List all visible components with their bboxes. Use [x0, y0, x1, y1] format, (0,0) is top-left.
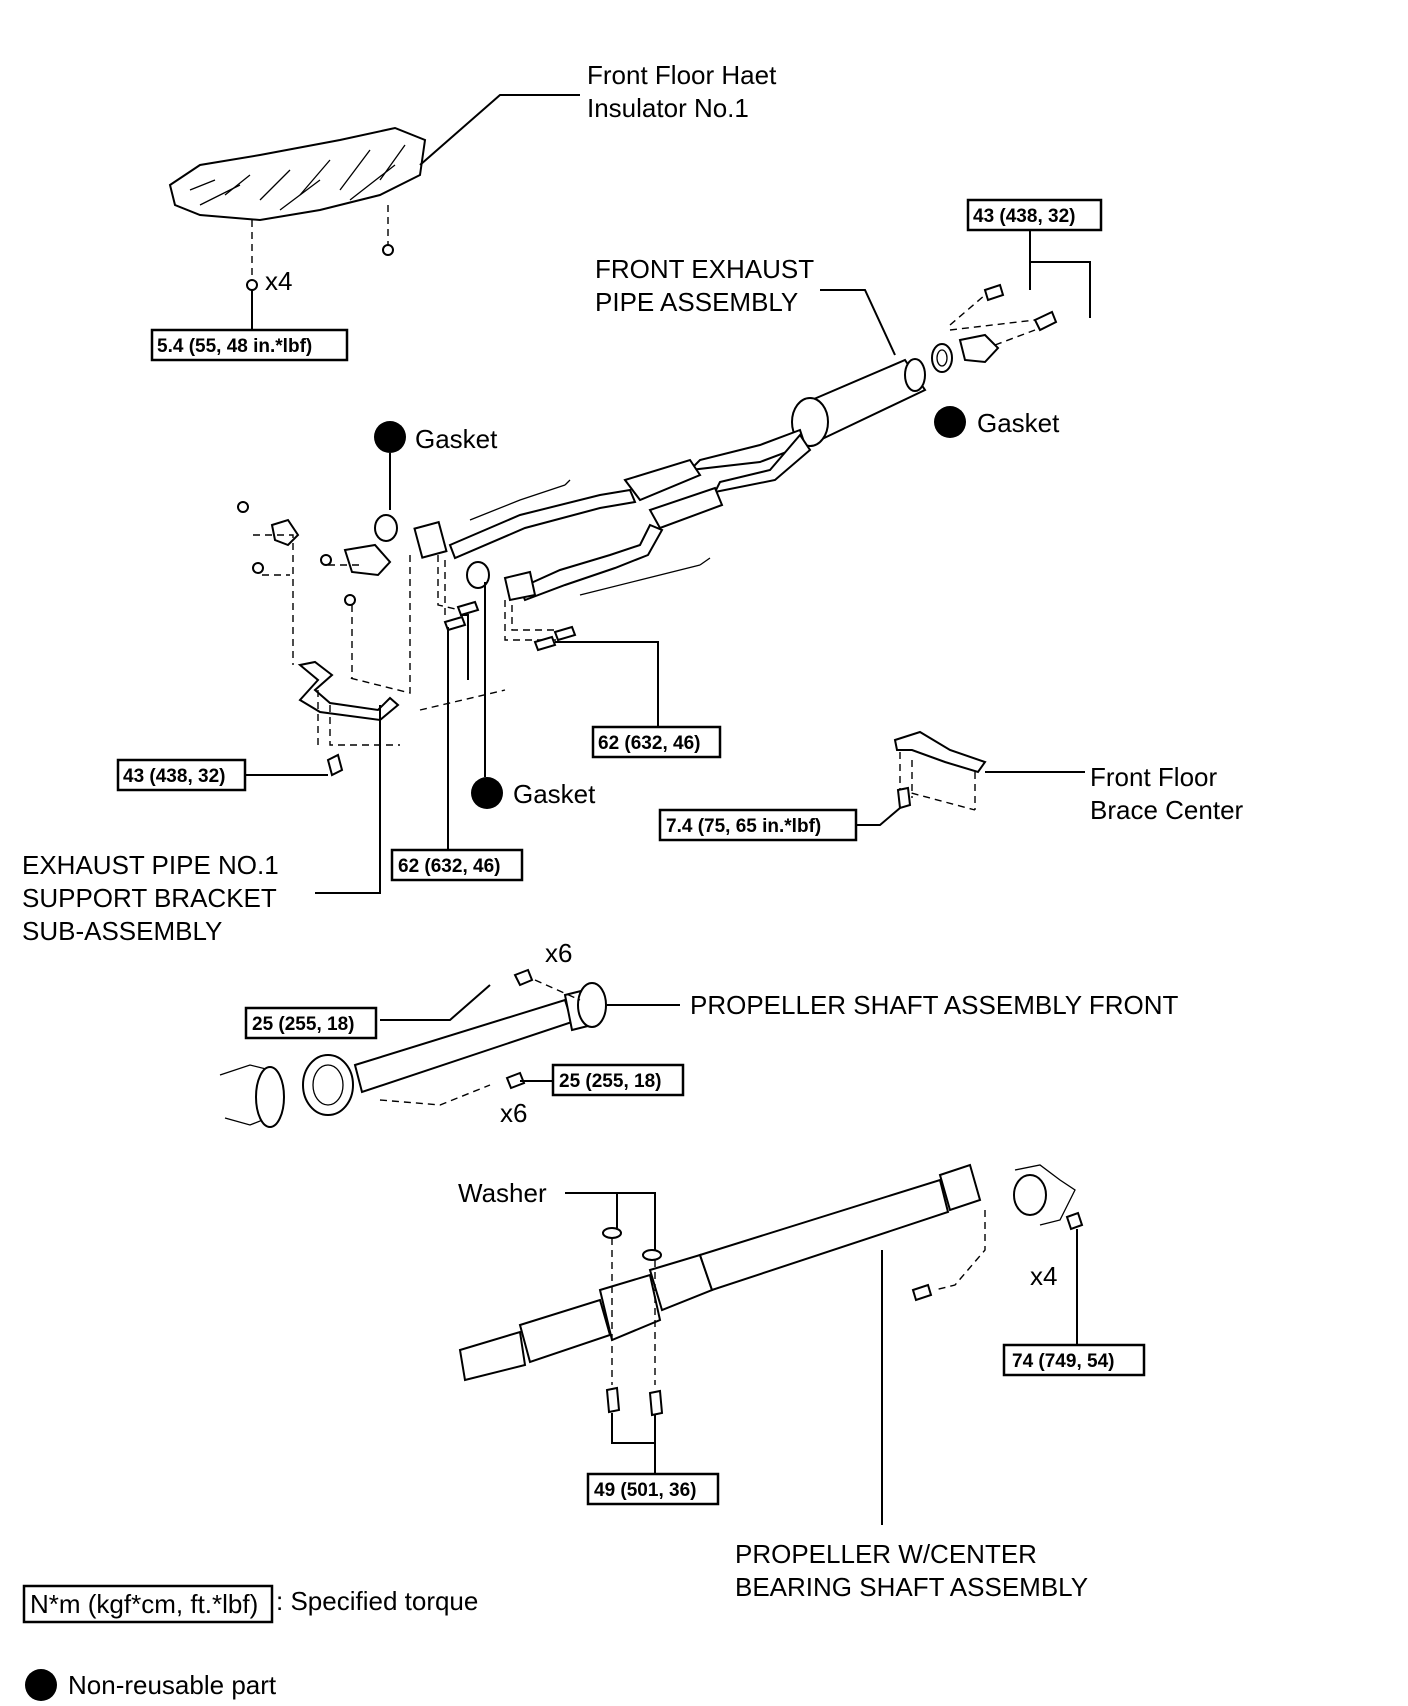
torque-box-flange-rear [966, 198, 1103, 232]
qty-x6-bottom: x6 [500, 1098, 527, 1128]
propeller-center-label-2: BEARING SHAFT ASSEMBLY [735, 1572, 1088, 1602]
legend-nonreusable-desc: Non-reusable part [68, 1670, 277, 1700]
torque-box-insulator [150, 328, 349, 362]
brace-dash [899, 752, 976, 811]
qty-x4-rear: x4 [1030, 1261, 1057, 1291]
torque-manifold-left: 62 (632, 46) [398, 856, 500, 877]
center-bolt-2 [648, 1389, 664, 1417]
rear-bolt [911, 1283, 933, 1302]
insulator-nut [246, 279, 258, 291]
washer-2 [642, 1249, 662, 1261]
brace-torque-leader [856, 807, 901, 826]
front-brace-part [893, 730, 987, 774]
front-brace-label-2: Brace Center [1090, 795, 1244, 825]
nonreusable-dot-lower [471, 777, 503, 809]
washer-label: Washer [458, 1178, 547, 1208]
torque-box-rear-flange [1002, 1343, 1146, 1377]
center-bearing-leader [611, 1413, 656, 1474]
legend-torque-box [22, 1584, 274, 1624]
manifold-bolt-4 [533, 635, 557, 652]
support-bracket-label-3: SUB-ASSEMBLY [22, 916, 222, 946]
gasket-label-lower: Gasket [513, 779, 596, 809]
legend-nonreusable-dot [25, 1669, 57, 1701]
front-brace-label-1: Front Floor [1090, 762, 1217, 792]
brace-bolt [896, 786, 912, 810]
support-bracket-part [237, 501, 400, 722]
torque-box-prop-front-bottom [551, 1063, 685, 1097]
propeller-center-label-1: PROPELLER W/CENTER [735, 1539, 1037, 1569]
manifold-bolt-3 [553, 625, 577, 642]
torque-box-prop-front-top [244, 1006, 378, 1040]
gasket-label-rear: Gasket [977, 408, 1060, 438]
qty-x6-top: x6 [545, 938, 572, 968]
torque-center-bearing: 49 (501, 36) [594, 1480, 696, 1501]
torque-box-bracket [116, 758, 247, 792]
torque-box-brace [658, 808, 858, 842]
support-bracket-leader [315, 705, 381, 894]
torque-prop-front-bottom: 25 (255, 18) [559, 1071, 661, 1092]
manifold-left-leader [447, 614, 469, 850]
heat-insulator-part [168, 126, 427, 256]
torque-box-center-bearing [586, 1472, 720, 1506]
front-exhaust-label-1: FRONT EXHAUST [595, 254, 814, 284]
propeller-center-part [458, 1163, 1084, 1382]
propeller-front-part [219, 968, 607, 1128]
front-exhaust-leader [820, 289, 896, 356]
nonreusable-dot-upper [374, 421, 406, 453]
torque-box-manifold-right [591, 725, 722, 759]
front-exhaust-label-2: PIPE ASSEMBLY [595, 287, 798, 317]
insulator-qty-label: x4 [265, 266, 292, 296]
propeller-front-label: PROPELLER SHAFT ASSEMBLY FRONT [690, 990, 1178, 1020]
bracket-bolt [326, 753, 344, 777]
bracket-dash [253, 534, 506, 746]
prop-front-top-leader [380, 984, 491, 1021]
center-bearing-dash [611, 1210, 986, 1385]
front-exhaust-pipe-part [413, 358, 927, 602]
center-bolt-1 [605, 1386, 621, 1414]
rear-flange-part [931, 283, 1058, 373]
manifold-dash [437, 555, 560, 641]
manifold-right-leader [555, 641, 659, 727]
support-bracket-label-1: EXHAUST PIPE NO.1 [22, 850, 279, 880]
legend-torque-unit: N*m (kgf*cm, ft.*lbf) [30, 1589, 258, 1619]
torque-brace: 7.4 (75, 65 in.*lbf) [666, 816, 821, 837]
torque-rear-flange: 74 (749, 54) [1012, 1351, 1114, 1372]
gasket-ring-lower [466, 561, 490, 589]
flange-rear-torque-leader [1029, 230, 1091, 318]
nonreusable-dot-rear [934, 406, 966, 438]
support-bracket-label-2: SUPPORT BRACKET [22, 883, 277, 913]
gasket-ring-upper [374, 514, 398, 542]
washer-leader [565, 1192, 656, 1250]
torque-manifold-right: 62 (632, 46) [598, 733, 700, 754]
legend-torque-desc: : Specified torque [276, 1586, 478, 1616]
heat-insulator-label-2: Insulator No.1 [587, 93, 749, 123]
torque-prop-front-top: 25 (255, 18) [252, 1014, 354, 1035]
manifold-bolt-1 [456, 600, 480, 617]
rear-flange-dash [949, 294, 1036, 346]
torque-flange-rear: 43 (438, 32) [973, 206, 1075, 227]
heat-insulator-label-1: Front Floor Haet [587, 60, 777, 90]
torque-bracket: 43 (438, 32) [123, 766, 225, 787]
torque-insulator: 5.4 (55, 48 in.*lbf) [157, 336, 312, 357]
washer-1 [602, 1227, 622, 1239]
heat-insulator-leader [419, 94, 580, 166]
gasket-label-upper: Gasket [415, 424, 498, 454]
propeller-front-dash [379, 979, 581, 1106]
torque-box-manifold-left [390, 848, 524, 882]
